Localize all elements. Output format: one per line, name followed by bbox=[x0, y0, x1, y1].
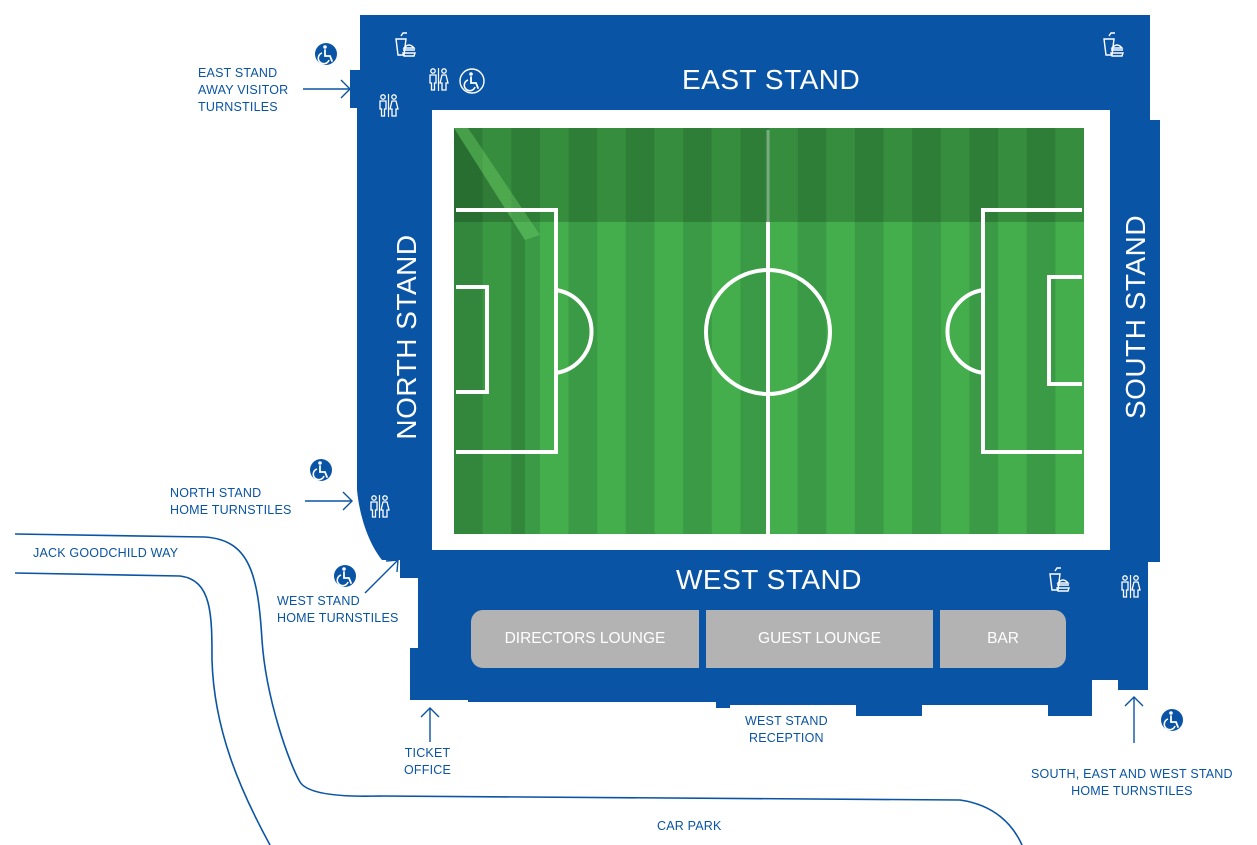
six-yard-box-right bbox=[1047, 275, 1082, 386]
roads bbox=[14, 533, 1023, 845]
south-stand-title: SOUTH STAND bbox=[1120, 214, 1151, 420]
accessible-icon bbox=[1161, 709, 1183, 731]
west-stand-title: WEST STAND bbox=[676, 564, 862, 595]
pitch-stripe bbox=[654, 128, 684, 534]
label-line: HOME TURNSTILES bbox=[170, 503, 292, 517]
six-yard-box-left bbox=[456, 285, 489, 394]
north-stand-home-turnstiles-label: NORTH STAND HOME TURNSTILES bbox=[170, 485, 292, 519]
pitch-stripe bbox=[1055, 128, 1084, 534]
label-line: NORTH STAND bbox=[170, 486, 262, 500]
accessible-icon bbox=[310, 459, 332, 481]
penalty-box-right bbox=[981, 208, 1082, 454]
accessible-icon bbox=[315, 43, 337, 65]
label-line: WEST STAND bbox=[277, 594, 360, 608]
bar: BAR bbox=[940, 610, 1066, 668]
east-stand-away-turnstiles-label: EAST STAND AWAY VISITOR TURNSTILES bbox=[198, 65, 288, 116]
pitch-stripe bbox=[769, 128, 798, 534]
pitch-shadow-top bbox=[454, 128, 1084, 222]
guest-lounge: GUEST LOUNGE bbox=[706, 610, 933, 668]
arrow-south-turnstiles bbox=[1124, 696, 1144, 743]
pitch bbox=[454, 128, 1084, 534]
icons bbox=[310, 32, 1183, 731]
south-east-west-turnstiles-label: SOUTH, EAST AND WEST STAND HOME TURNSTIL… bbox=[1031, 766, 1233, 800]
label-line: TICKET bbox=[404, 746, 451, 760]
pitch-stripe bbox=[597, 128, 626, 534]
label-line: HOME TURNSTILES bbox=[1071, 784, 1193, 798]
road-edge-inner bbox=[14, 572, 271, 845]
penalty-arc-left bbox=[555, 288, 594, 375]
label-line: AWAY VISITOR bbox=[198, 83, 289, 97]
west-stand-home-turnstiles-label: WEST STAND HOME TURNSTILES bbox=[277, 593, 399, 627]
arrow-ticket-office bbox=[420, 707, 440, 742]
accessible-icon bbox=[459, 68, 485, 94]
north-stand-title: NORTH STAND bbox=[391, 234, 422, 440]
centre-circle bbox=[704, 268, 832, 396]
road-edge-outer bbox=[14, 533, 1023, 845]
label-line: HOME TURNSTILES bbox=[277, 611, 399, 625]
ticket-office-label: TICKET OFFICE bbox=[404, 745, 451, 779]
east-stand-title: EAST STAND bbox=[682, 64, 861, 95]
label-line: EAST STAND bbox=[198, 66, 278, 80]
directors-lounge: DIRECTORS LOUNGE bbox=[471, 610, 699, 668]
arrow-north-turnstiles bbox=[305, 491, 353, 511]
west-stand-reception-label: WEST STAND RECEPTION bbox=[745, 713, 828, 747]
pitch-stripe bbox=[883, 128, 913, 534]
arrow-west-turnstiles bbox=[364, 559, 399, 594]
label-line: OFFICE bbox=[404, 763, 452, 777]
label-line: WEST STAND bbox=[745, 714, 828, 728]
car-park-label: CAR PARK bbox=[657, 819, 722, 833]
road-name-label: JACK GOODCHILD WAY bbox=[33, 546, 179, 560]
label-line: SOUTH, EAST AND WEST STAND bbox=[1031, 767, 1233, 781]
arrows bbox=[303, 79, 1144, 743]
arrow-east-turnstiles bbox=[303, 79, 351, 99]
accessible-icon bbox=[334, 565, 356, 587]
pitch-stripe bbox=[998, 128, 1027, 534]
label-line: TURNSTILES bbox=[198, 100, 278, 114]
penalty-arc-right bbox=[945, 288, 984, 375]
pitch-shadow-left bbox=[454, 128, 525, 534]
penalty-box-left bbox=[456, 208, 558, 454]
pitch-stripe bbox=[711, 128, 741, 534]
label-line: RECEPTION bbox=[749, 731, 824, 745]
